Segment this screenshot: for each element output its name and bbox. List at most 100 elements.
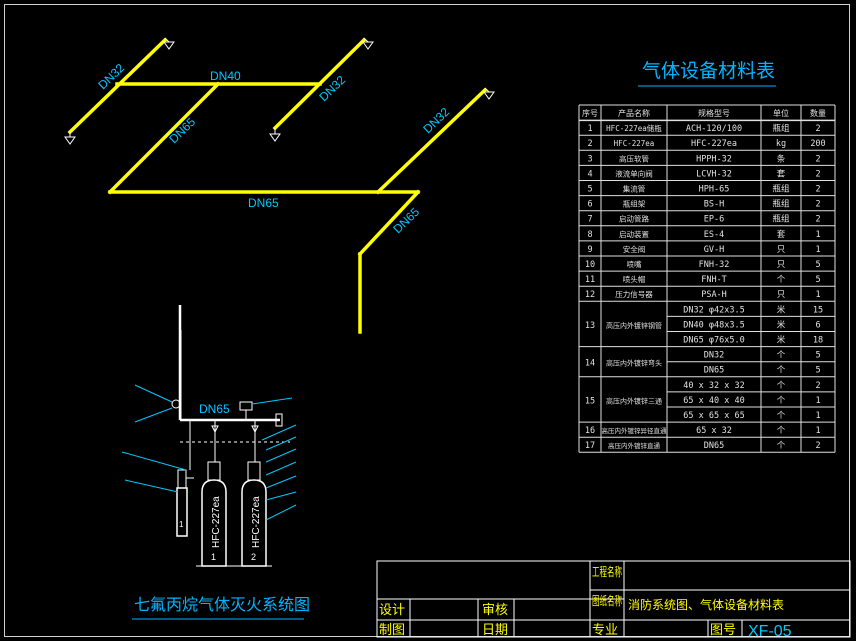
table-cell-no: 15 bbox=[585, 396, 595, 406]
table-cell-unit: 瓶组 bbox=[772, 123, 790, 134]
system-elevation bbox=[171, 305, 290, 567]
table-cell-name: 高压内外镀锌钢管 bbox=[606, 321, 662, 330]
table-header-cell: 产品名称 bbox=[618, 108, 650, 118]
table-cell-name: 高压软管 bbox=[619, 153, 649, 163]
table-cell-qty: 200 bbox=[810, 139, 825, 149]
table-cell-unit: 个 bbox=[777, 381, 786, 391]
draw-label: 制图 bbox=[379, 622, 405, 637]
cylinder-2-body bbox=[241, 479, 267, 567]
table-cell-spec: DN32 φ42x3.5 bbox=[683, 305, 744, 315]
major-label: 专业 bbox=[592, 622, 618, 637]
title-block-text: 工程名称 图纸名称 消防系统图、气体设备材料表 设计 审核 制图 日期 专业 图… bbox=[379, 564, 792, 640]
cylinder-2-number: 2 bbox=[251, 552, 256, 562]
table-cell-unit: 米 bbox=[777, 304, 786, 315]
table-cell-spec: DN32 bbox=[704, 351, 724, 361]
table-cell-unit: 个 bbox=[777, 426, 786, 436]
table-cell-qty: 2 bbox=[815, 185, 820, 195]
table-cell-unit: 只 bbox=[777, 260, 786, 270]
table-cell-qty: 18 bbox=[813, 336, 823, 346]
table-cell-qty: 5 bbox=[815, 351, 820, 361]
table-cell-spec: PSA-H bbox=[701, 290, 727, 300]
table-cell-name: 启动装置 bbox=[619, 229, 649, 239]
table-cell-spec: HPH-65 bbox=[699, 185, 730, 195]
table-cell-qty: 2 bbox=[815, 200, 820, 210]
table-cell-spec: HPPH-32 bbox=[696, 154, 732, 164]
table-cell-unit: 个 bbox=[777, 396, 786, 406]
table-cell-qty: 6 bbox=[815, 320, 820, 330]
table-cell-no: 7 bbox=[587, 215, 592, 225]
table-cell-spec: 40 x 32 x 32 bbox=[683, 381, 744, 391]
label-dn32-b: DN32 bbox=[316, 73, 348, 105]
table-cell-name: 高压内外镀锌弯头 bbox=[606, 359, 662, 368]
nozzle-symbols bbox=[64, 37, 495, 145]
table-cell-no: 5 bbox=[587, 185, 592, 195]
drawing-name-label: 图纸名称 bbox=[592, 593, 622, 608]
review-label: 审核 bbox=[482, 602, 508, 617]
table-header-cell: 规格型号 bbox=[698, 108, 730, 118]
table-cell-spec: EP-6 bbox=[704, 215, 724, 225]
iso-pipe-labels: DN32 DN40 DN32 DN65 DN65 DN32 DN65 bbox=[95, 61, 452, 237]
table-cell-qty: 2 bbox=[815, 124, 820, 134]
cylinder-2-agent: HFC-227ea bbox=[251, 496, 262, 548]
system-callouts bbox=[121, 384, 297, 521]
table-cell-qty: 2 bbox=[815, 215, 820, 225]
table-cell-no: 6 bbox=[587, 200, 592, 210]
table-cell-unit: 米 bbox=[777, 319, 786, 330]
table-cell-qty: 1 bbox=[815, 411, 820, 421]
table-cell-unit: kg bbox=[776, 139, 786, 149]
table-cell-name: 安全阀 bbox=[623, 244, 646, 254]
table-cell-name: 压力信号器 bbox=[615, 289, 653, 299]
table-cell-name: 高压内外镀锌异径直通 bbox=[602, 426, 668, 435]
table-cell-unit: 个 bbox=[777, 411, 786, 421]
table-cell-spec: 65 x 32 bbox=[696, 426, 732, 436]
table-cell-name: 喷嘴 bbox=[627, 259, 642, 269]
table-cell-spec: DN65 bbox=[704, 441, 724, 451]
table-cell-no: 1 bbox=[587, 124, 592, 134]
table-cell-no: 9 bbox=[587, 245, 592, 255]
table-cell-spec: LCVH-32 bbox=[696, 169, 732, 179]
table-cell-no: 2 bbox=[587, 139, 592, 149]
label-dn65-c: DN65 bbox=[390, 205, 422, 237]
table-cell-name: 瓶组架 bbox=[623, 199, 646, 209]
table-cell-no: 16 bbox=[585, 426, 595, 436]
table-header-cell: 数量 bbox=[810, 108, 826, 118]
table-cell-qty: 2 bbox=[815, 154, 820, 164]
table-cell-spec: ACH-120/100 bbox=[686, 124, 742, 134]
cylinder-1-agent: HFC-227ea bbox=[211, 496, 222, 548]
table-cell-name: 高压内外镀锌直通 bbox=[608, 441, 661, 450]
table-cell-qty: 5 bbox=[815, 275, 820, 285]
label-dn65-a: DN65 bbox=[166, 115, 198, 147]
table-cell-spec: DN40 φ48x3.5 bbox=[683, 320, 744, 330]
table-cell-unit: 米 bbox=[777, 335, 786, 346]
table-cell-no: 13 bbox=[585, 321, 595, 331]
table-cell-unit: 瓶组 bbox=[772, 184, 790, 195]
table-cell-no: 3 bbox=[587, 154, 592, 164]
table-cell-qty: 1 bbox=[815, 426, 820, 436]
table-cell-spec: FNH-T bbox=[701, 275, 727, 285]
table-cell-name: 集流管 bbox=[623, 184, 646, 194]
table-cell-no: 4 bbox=[587, 169, 592, 179]
project-name-label: 工程名称 bbox=[592, 564, 622, 579]
table-cell-unit: 瓶组 bbox=[772, 199, 790, 210]
table-cell-qty: 5 bbox=[815, 260, 820, 270]
table-cell-qty: 1 bbox=[815, 245, 820, 255]
table-cell-no: 10 bbox=[585, 260, 595, 270]
table-cell-no: 14 bbox=[585, 359, 595, 369]
table-cell-name: 液流单向阀 bbox=[615, 168, 653, 178]
table-cell-qty: 2 bbox=[815, 169, 820, 179]
drawing-no-label: 图号 bbox=[710, 622, 736, 637]
small-cylinder-number: 1 bbox=[179, 520, 184, 529]
table-cell-qty: 1 bbox=[815, 396, 820, 406]
table-cell-spec: DN65 φ76x5.0 bbox=[683, 336, 744, 346]
table-header-cell: 单位 bbox=[773, 108, 789, 118]
table-cell-name: 高压内外镀锌三通 bbox=[606, 396, 662, 405]
table-cell-no: 12 bbox=[585, 290, 595, 300]
table-cell-qty: 2 bbox=[815, 441, 820, 451]
system-labels: DN65 HFC-227ea 1 HFC-227ea 2 1 七氟丙烷气体灭火系… bbox=[134, 402, 310, 614]
iso-pipe-network bbox=[67, 37, 488, 334]
design-label: 设计 bbox=[379, 602, 405, 617]
label-dn32-c: DN32 bbox=[420, 105, 452, 137]
table-cell-qty: 5 bbox=[815, 366, 820, 376]
